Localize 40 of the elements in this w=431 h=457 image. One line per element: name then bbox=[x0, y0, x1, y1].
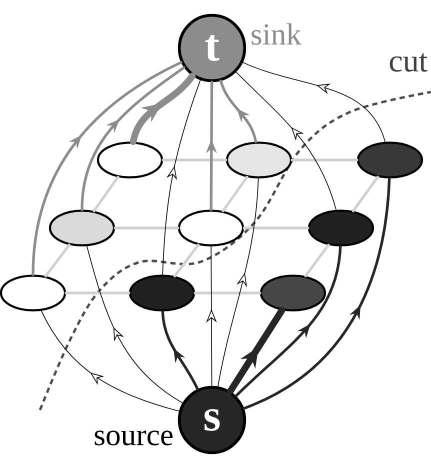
arrow bbox=[80, 66, 186, 211]
arrow bbox=[234, 245, 342, 398]
pixel-node bbox=[0, 274, 66, 312]
pixel-node bbox=[226, 142, 292, 178]
pixel-node bbox=[308, 210, 374, 246]
grid-line bbox=[242, 226, 310, 230]
node-caption: source bbox=[94, 430, 173, 446]
pixel-node bbox=[178, 210, 244, 246]
arrow bbox=[236, 72, 337, 210]
grid-line bbox=[92, 176, 120, 212]
grid-line bbox=[194, 292, 262, 294]
grid-line bbox=[173, 244, 200, 278]
arrow bbox=[220, 80, 258, 144]
arrow bbox=[162, 80, 201, 275]
terminal-node: s bbox=[178, 386, 246, 454]
arrow bbox=[227, 307, 286, 395]
arrow bbox=[242, 62, 386, 142]
grid-line bbox=[222, 176, 248, 212]
pixel-node bbox=[48, 210, 116, 246]
arrow bbox=[32, 61, 182, 276]
arrow bbox=[161, 310, 199, 390]
arrow bbox=[86, 246, 183, 404]
pixel-node bbox=[260, 274, 326, 312]
pixel-node bbox=[96, 142, 164, 178]
arrow bbox=[40, 310, 180, 412]
grid-line bbox=[304, 244, 330, 278]
grid-line bbox=[114, 226, 180, 230]
grid-line bbox=[162, 158, 228, 162]
grid-line bbox=[44, 244, 71, 278]
pixel-node bbox=[356, 142, 424, 178]
terminal-node: t bbox=[178, 14, 246, 82]
grid-line bbox=[352, 176, 380, 212]
grid-line bbox=[290, 158, 358, 162]
arrow bbox=[130, 72, 196, 146]
pixel-node bbox=[128, 274, 196, 312]
cut-label: cut bbox=[390, 53, 428, 72]
arrow bbox=[242, 177, 391, 410]
arrow bbox=[218, 178, 259, 387]
node-caption: sink bbox=[252, 23, 302, 45]
grid-line bbox=[64, 292, 130, 294]
